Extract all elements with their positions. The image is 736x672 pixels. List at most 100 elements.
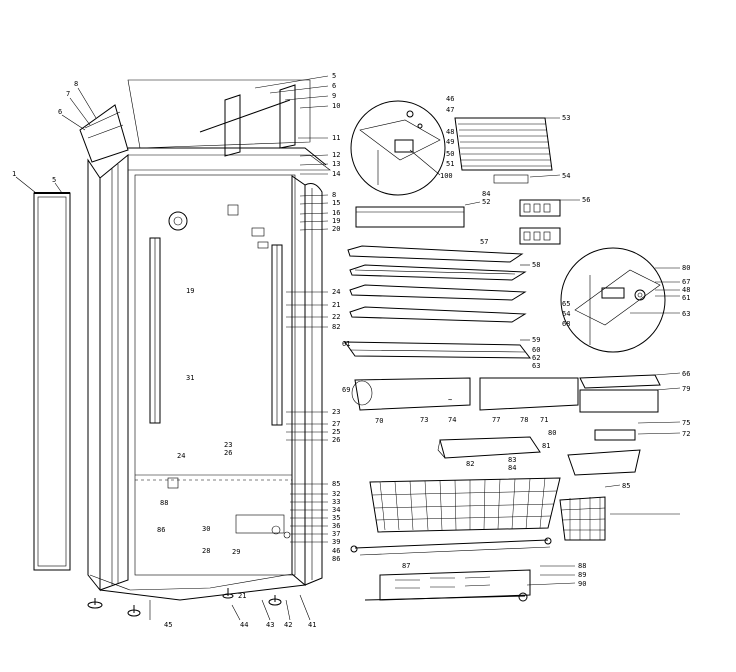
callout-85b: 85 — [622, 482, 630, 490]
callout-68: 68 — [562, 320, 570, 328]
callout-63b: 63 — [682, 310, 690, 318]
callout-88b: 88 — [578, 562, 586, 570]
shelf-stack — [344, 206, 532, 359]
callout-6: 6 — [332, 82, 336, 90]
callout-29: 29 — [232, 548, 240, 556]
callout-1: 1 — [12, 170, 16, 178]
callout-8b: 8 — [74, 80, 78, 88]
hinge-detail-inset — [350, 100, 446, 196]
callout-labels: 5 6 9 10 11 12 13 14 8 15 16 19 20 24 21… — [12, 72, 690, 629]
callout-37: 37 — [332, 530, 340, 538]
callout-78: 78 — [520, 416, 528, 424]
callout-57: 57 — [480, 238, 488, 246]
side-basket — [559, 496, 606, 541]
callout-35: 35 — [332, 514, 340, 522]
callout-62: 62 — [532, 354, 540, 362]
callout-43: 43 — [266, 621, 274, 629]
callout-87: 87 — [402, 562, 410, 570]
callout-81: 81 — [542, 442, 550, 450]
callout-45: 45 — [164, 621, 172, 629]
callout-70: 70 — [375, 417, 383, 425]
callout-50: 50 — [446, 150, 454, 158]
wire-basket — [369, 477, 561, 533]
callout-30: 30 — [202, 525, 210, 533]
callout-12: 12 — [332, 151, 340, 159]
callout-32: 32 — [332, 490, 340, 498]
callout-28: 28 — [202, 547, 210, 555]
callout-26b: 26 — [224, 449, 232, 457]
callout-49: 49 — [446, 138, 454, 146]
callout-39: 39 — [332, 538, 340, 546]
egg-bin — [519, 199, 561, 245]
shelf-support-inset — [560, 247, 666, 353]
callout-19b: 19 — [186, 287, 194, 295]
callout-15: 15 — [332, 199, 340, 207]
callout-85: 85 — [332, 480, 340, 488]
callout-89: 89 — [578, 571, 586, 579]
callout-86b: 86 — [332, 555, 340, 563]
callout-8: 8 — [332, 191, 336, 199]
callout-71: 71 — [540, 416, 548, 424]
crisper-cover — [454, 117, 553, 184]
callout-27: 27 — [332, 420, 340, 428]
thermostat-dial — [168, 211, 188, 231]
callout-14: 14 — [332, 170, 340, 178]
callout-26: 26 — [332, 436, 340, 444]
callout-56: 56 — [582, 196, 590, 204]
callout-41: 41 — [308, 621, 316, 629]
callout-24: 24 — [332, 288, 340, 296]
callout-51: 51 — [446, 160, 454, 168]
callout-13: 13 — [332, 160, 340, 168]
callout-60: 60 — [532, 346, 540, 354]
callout-88: 88 — [160, 499, 168, 507]
callout-16: 16 — [332, 209, 340, 217]
callout-34: 34 — [332, 506, 340, 514]
callout-44: 44 — [240, 621, 248, 629]
callout-20: 20 — [332, 225, 340, 233]
callout-82a: 82 — [332, 323, 340, 331]
callout-7: 7 — [66, 90, 70, 98]
top-cover — [79, 79, 311, 163]
callout-36: 36 — [332, 522, 340, 530]
callout-48b: 48 — [682, 286, 690, 294]
light-shield — [579, 374, 661, 413]
callout-9: 9 — [332, 92, 336, 100]
callout-46: 46 — [446, 95, 454, 103]
callout-65: 65 — [562, 300, 570, 308]
callout-21: 21 — [332, 301, 340, 309]
callout-54: 54 — [562, 172, 570, 180]
callout-25: 25 — [332, 428, 340, 436]
butter-tray — [437, 436, 541, 459]
dairy-door — [567, 429, 641, 476]
callout-61: 61 — [342, 340, 350, 348]
slide-rails — [350, 537, 552, 556]
meat-keeper-cover: ~ — [351, 377, 579, 411]
callout-75: 75 — [682, 419, 690, 427]
leveling-feet — [87, 588, 282, 617]
callout-77: 77 — [492, 416, 500, 424]
callout-58: 58 — [532, 261, 540, 269]
callout-80b: 80 — [548, 429, 556, 437]
callout-53: 53 — [562, 114, 570, 122]
callout-31: 31 — [186, 374, 194, 382]
callout-79: 79 — [682, 385, 690, 393]
callout-73: 73 — [420, 416, 428, 424]
callout-100: 100 — [440, 172, 453, 180]
leader-lines — [15, 75, 681, 621]
callout-64: 64 — [562, 310, 570, 318]
callout-42: 42 — [284, 621, 292, 629]
callout-72: 72 — [682, 430, 690, 438]
door-panel — [33, 192, 71, 571]
callout-66: 66 — [682, 370, 690, 378]
callout-52: 52 — [482, 198, 490, 206]
callout-86: 86 — [157, 526, 165, 534]
callout-6b: 6 — [58, 108, 62, 116]
callout-59: 59 — [532, 336, 540, 344]
callout-67: 67 — [682, 278, 690, 286]
callout-74: 74 — [448, 416, 456, 424]
callout-11: 11 — [332, 134, 340, 142]
callout-21b: 21 — [238, 592, 246, 600]
svg-text:~: ~ — [448, 396, 452, 404]
callout-5: 5 — [332, 72, 336, 80]
